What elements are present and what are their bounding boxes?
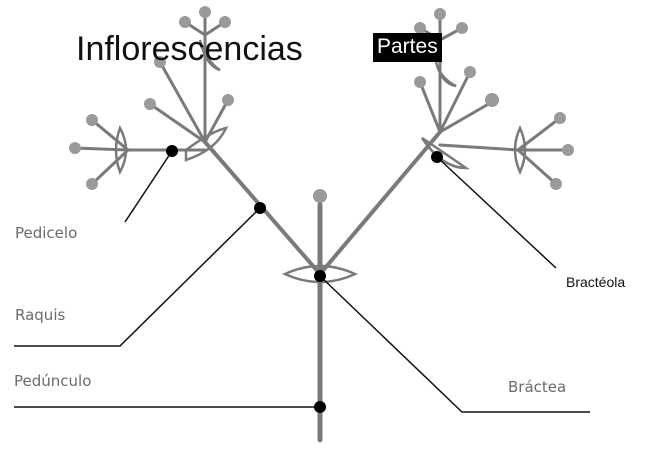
label-pedunculo: Pedúnculo (14, 372, 92, 390)
marker-dots (166, 145, 443, 413)
leader-lines (14, 150, 590, 413)
bud-main (313, 189, 327, 203)
parts-badge: Partes (373, 33, 442, 62)
dot-bracteola (431, 151, 443, 163)
dot-bractea (314, 270, 326, 282)
dot-pedunculo (314, 401, 326, 413)
leader-pedicelo (124, 150, 173, 223)
leader-bractea (319, 275, 590, 413)
flower-buds (69, 6, 574, 203)
leader-raquis (14, 207, 261, 347)
main-bract (281, 264, 359, 284)
label-bracteola: Bractéola (566, 274, 626, 290)
dot-raquis (254, 202, 266, 214)
right-branch (318, 130, 442, 276)
left-bract (184, 126, 229, 162)
leader-bracteola (436, 156, 557, 269)
label-pedicelo: Pedicelo (15, 224, 78, 242)
right-pedicel (438, 143, 520, 152)
label-raquis: Raquis (15, 306, 66, 324)
diagram-title: Inflorescencias (76, 30, 303, 68)
label-bractea: Bráctea (508, 378, 567, 396)
dot-pedicelo (166, 145, 178, 157)
